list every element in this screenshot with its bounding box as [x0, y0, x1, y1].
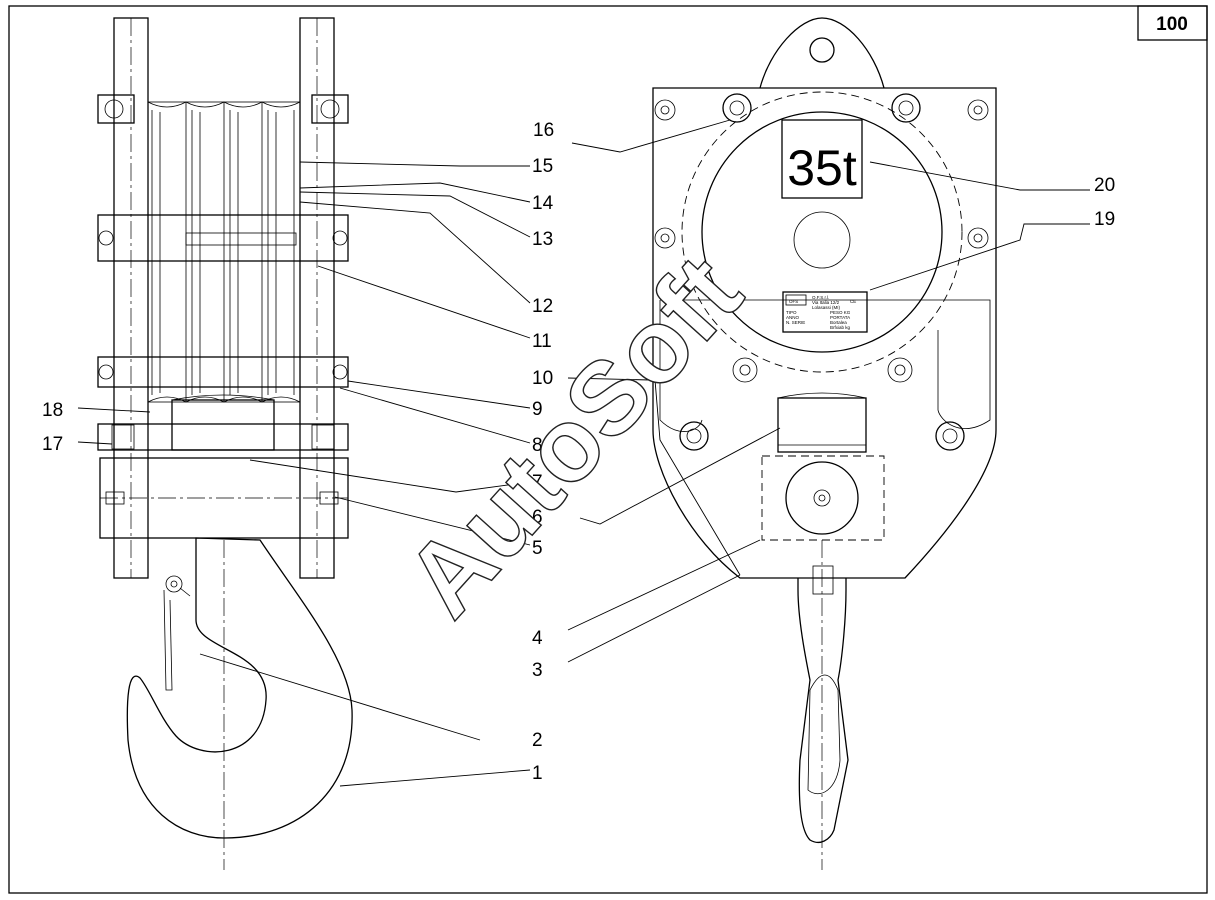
hook-side-view: [126, 537, 353, 870]
page-number-box: 100: [1137, 5, 1208, 41]
nameplate-line-7: PESO KG: [830, 310, 851, 315]
callout-19: 19: [1094, 209, 1115, 230]
callout-2: 2: [532, 730, 543, 751]
nameplate-line-10: Brfxiab kg: [830, 325, 851, 330]
nameplate-line-4: TIPO: [786, 310, 797, 315]
callout-12: 12: [532, 296, 553, 317]
capacity-label: 35t: [787, 140, 857, 196]
front-view: 35t OFS CE O.F.S.r.l. Via Italia 12/2 Lo…: [652, 17, 997, 870]
frame-bolts: [654, 93, 989, 451]
callout-18: 18: [42, 400, 63, 421]
callout-17: 17: [42, 434, 63, 455]
callout-20: 20: [1094, 175, 1115, 196]
nameplate-line-9: Bortalea: [830, 320, 847, 325]
callout-11: 11: [532, 331, 552, 352]
nameplate: OFS CE O.F.S.r.l. Via Italia 12/2 Lolasa…: [782, 291, 868, 333]
page-number: 100: [1156, 14, 1188, 35]
nameplate-line-1: O.F.S.r.l.: [812, 295, 829, 300]
watermark: AutoSoft: [384, 235, 764, 639]
callout-14: 14: [532, 193, 554, 214]
callout-1: 1: [532, 763, 543, 784]
leader-lines: [77, 119, 1090, 787]
nameplate-logo: OFS: [789, 299, 798, 304]
callout-16: 16: [533, 120, 554, 141]
nameplate-line-2: Via Italia 12/2: [812, 300, 840, 305]
hook-front-view: [797, 540, 849, 870]
nameplate-line-5: ANNO: [786, 315, 800, 320]
side-view: [97, 17, 353, 870]
callouts: 15 14 13 12 11 10 9 8 7 6 5 4 3 2 1 18 1…: [42, 120, 1115, 784]
callout-3: 3: [532, 660, 543, 681]
callout-7: 7: [532, 472, 543, 493]
sheet-frame: [8, 5, 1208, 894]
callout-15: 15: [532, 156, 553, 177]
callout-9: 9: [532, 399, 543, 420]
callout-4: 4: [532, 628, 543, 649]
callout-5: 5: [532, 538, 543, 559]
callout-6: 6: [532, 507, 543, 528]
nameplate-line-3: Lolasassi (MI): [812, 305, 841, 310]
sheave-pack: [147, 101, 301, 403]
nameplate-line-6: N. SERIE: [786, 320, 805, 325]
nameplate-line-8: PORTATA: [830, 315, 850, 320]
callout-8: 8: [532, 435, 543, 456]
callout-10: 10: [532, 368, 553, 389]
nameplate-mark: CE: [850, 299, 856, 304]
callout-13: 13: [532, 229, 553, 250]
